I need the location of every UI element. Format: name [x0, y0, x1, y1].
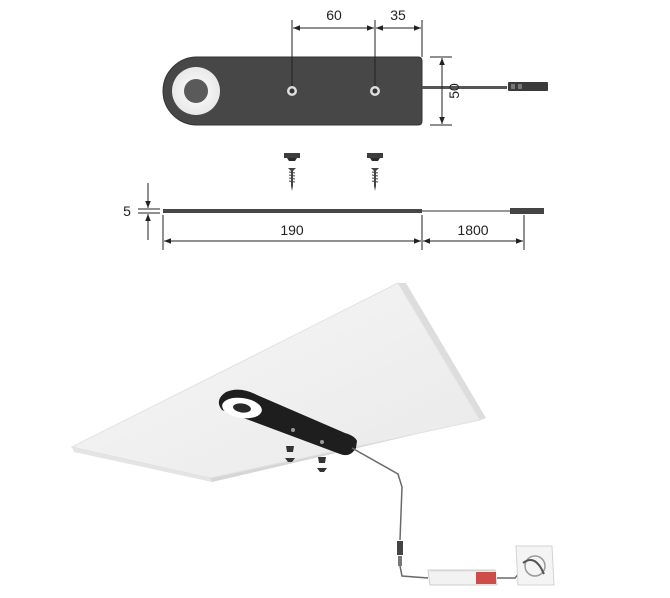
led-housing-side — [163, 209, 422, 213]
screw — [285, 446, 295, 462]
dim-width: 50 — [446, 83, 462, 99]
connector — [397, 541, 403, 566]
connector-side — [510, 208, 544, 214]
dim-hole-to-end: 35 — [390, 7, 406, 23]
installation-illustration — [70, 282, 555, 586]
mounting-screws — [284, 153, 383, 191]
screw — [317, 457, 327, 472]
dim-thickness: 5 — [123, 203, 131, 219]
dim-hole-spacing: 60 — [326, 7, 342, 23]
screw-hole — [287, 86, 297, 96]
wall-plug — [515, 545, 555, 586]
cable-top — [422, 86, 507, 89]
screw — [284, 153, 300, 191]
screw — [367, 153, 383, 191]
top-view: 60 35 50 — [162, 7, 548, 126]
led-center — [184, 79, 208, 103]
dim-length: 190 — [280, 222, 304, 238]
cable — [351, 447, 403, 541]
led-housing-3d — [218, 389, 357, 456]
screw-hole — [370, 86, 380, 96]
shelf — [70, 282, 486, 482]
dim-cable-length: 1800 — [457, 222, 488, 238]
side-view: 5 190 1800 — [123, 183, 544, 250]
driver — [427, 569, 498, 586]
